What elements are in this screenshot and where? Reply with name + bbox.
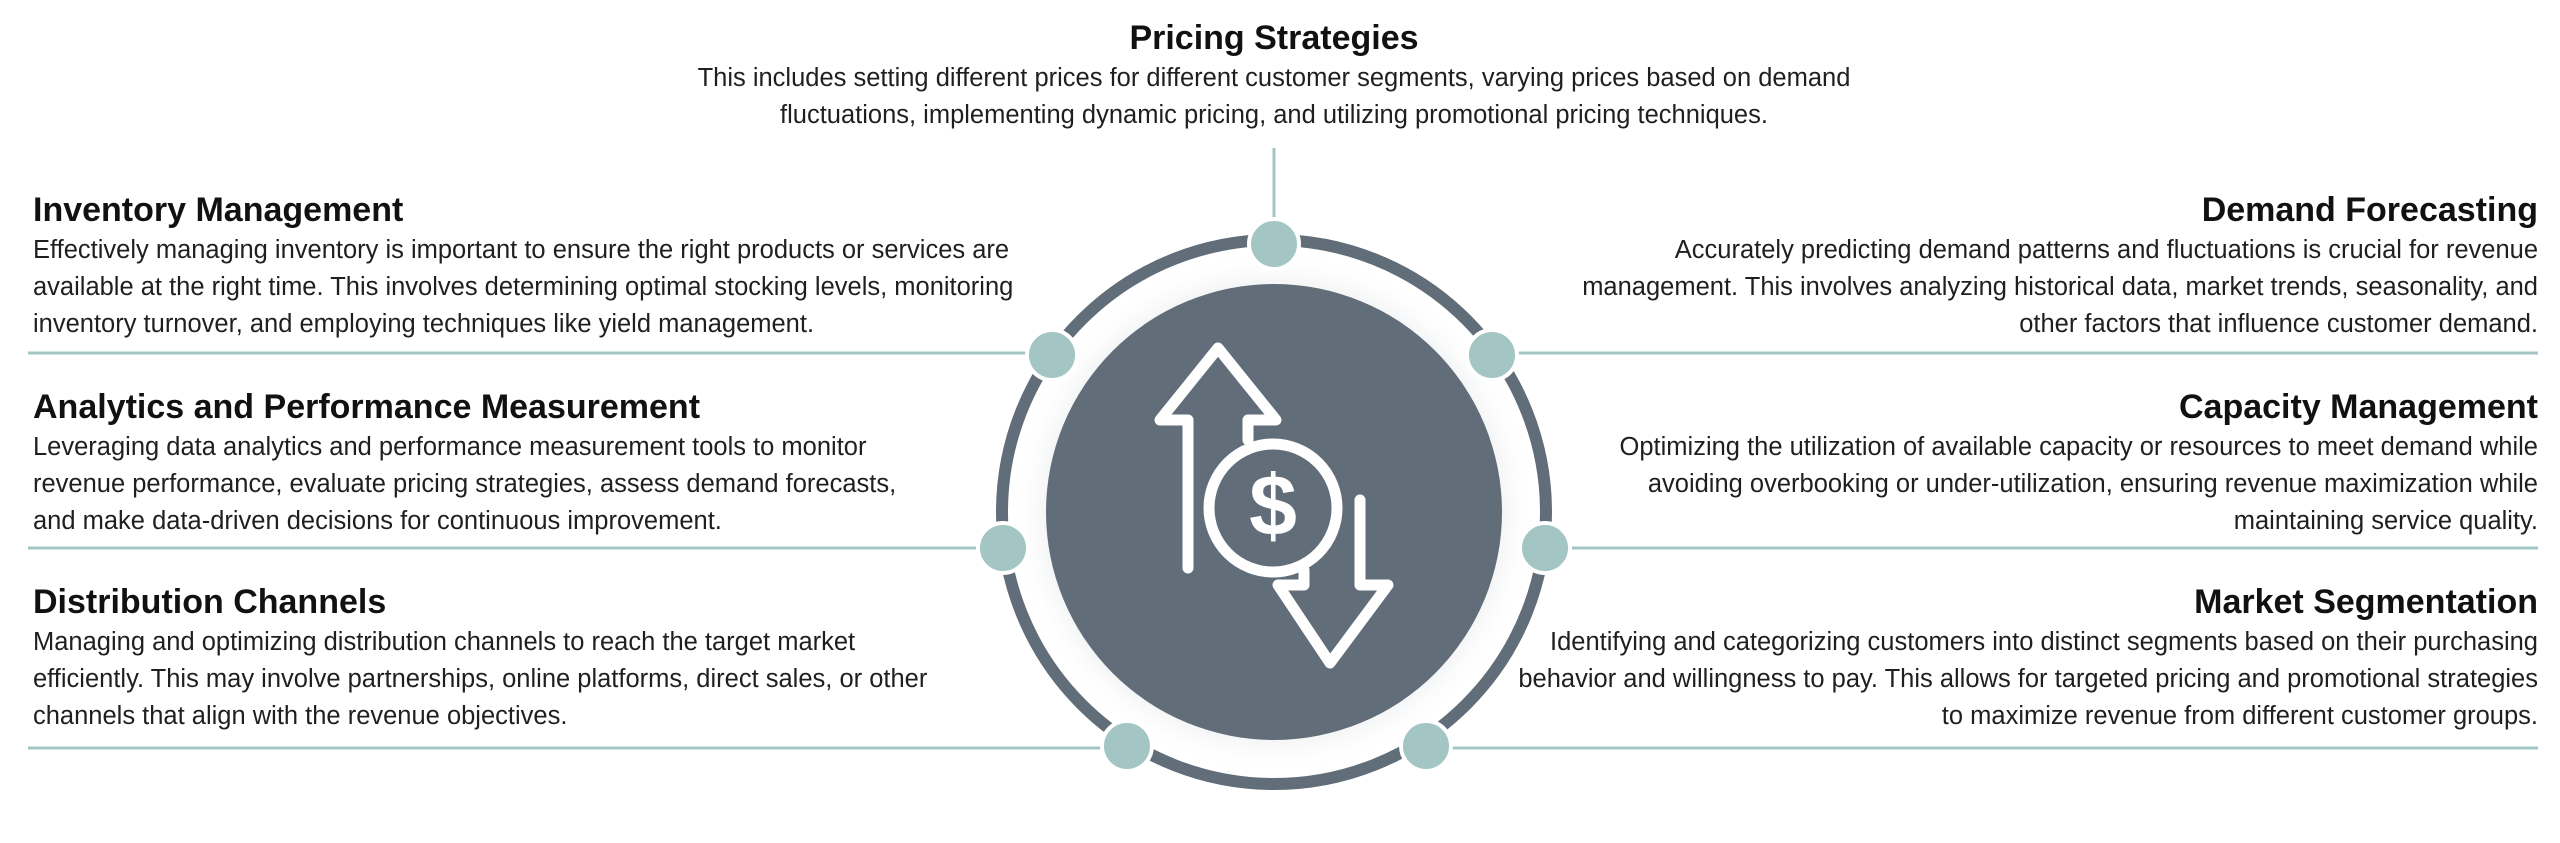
dot-demand [1465, 328, 1519, 382]
market-segmentation-title: Market Segmentation [2194, 583, 2538, 621]
dollar-up-down-arrows-icon: $ [1154, 342, 1394, 669]
block-pricing-strategies: Pricing Strategies This includes setting… [690, 18, 1858, 134]
pricing-strategies-desc: This includes setting different prices f… [697, 64, 1851, 129]
block-analytics-performance: Analytics and Performance Measurement Le… [33, 387, 933, 540]
inventory-management-desc: Effectively managing inventory is import… [33, 236, 1014, 338]
dot-capacity [1518, 521, 1572, 575]
block-demand-forecasting: Demand Forecasting Accurately predicting… [1578, 190, 2538, 343]
dot-segmentation [1399, 719, 1453, 773]
demand-forecasting-desc: Accurately predicting demand patterns an… [1582, 236, 2538, 338]
svg-text:$: $ [1249, 458, 1297, 554]
center-disc [1046, 284, 1502, 740]
distribution-channels-title: Distribution Channels [33, 583, 387, 621]
analytics-performance-desc: Leveraging data analytics and performanc… [33, 433, 897, 535]
pricing-strategies-title: Pricing Strategies [1129, 19, 1419, 57]
capacity-management-title: Capacity Management [2179, 388, 2538, 426]
analytics-performance-title: Analytics and Performance Measurement [33, 388, 701, 426]
distribution-channels-desc: Managing and optimizing distribution cha… [33, 628, 928, 730]
block-inventory-management: Inventory Management Effectively managin… [33, 190, 1063, 343]
market-segmentation-desc: Identifying and categorizing customers i… [1518, 628, 2538, 730]
capacity-management-desc: Optimizing the utilization of available … [1619, 433, 2538, 535]
dot-inventory [1025, 328, 1079, 382]
dot-distribution [1100, 719, 1154, 773]
inventory-management-title: Inventory Management [33, 191, 404, 229]
dot-top [1247, 217, 1301, 271]
block-distribution-channels: Distribution Channels Managing and optim… [33, 582, 973, 735]
block-market-segmentation: Market Segmentation Identifying and cate… [1518, 582, 2538, 735]
demand-forecasting-title: Demand Forecasting [2201, 191, 2538, 229]
dot-analytics [976, 521, 1030, 575]
block-capacity-management: Capacity Management Optimizing the utili… [1588, 387, 2538, 540]
